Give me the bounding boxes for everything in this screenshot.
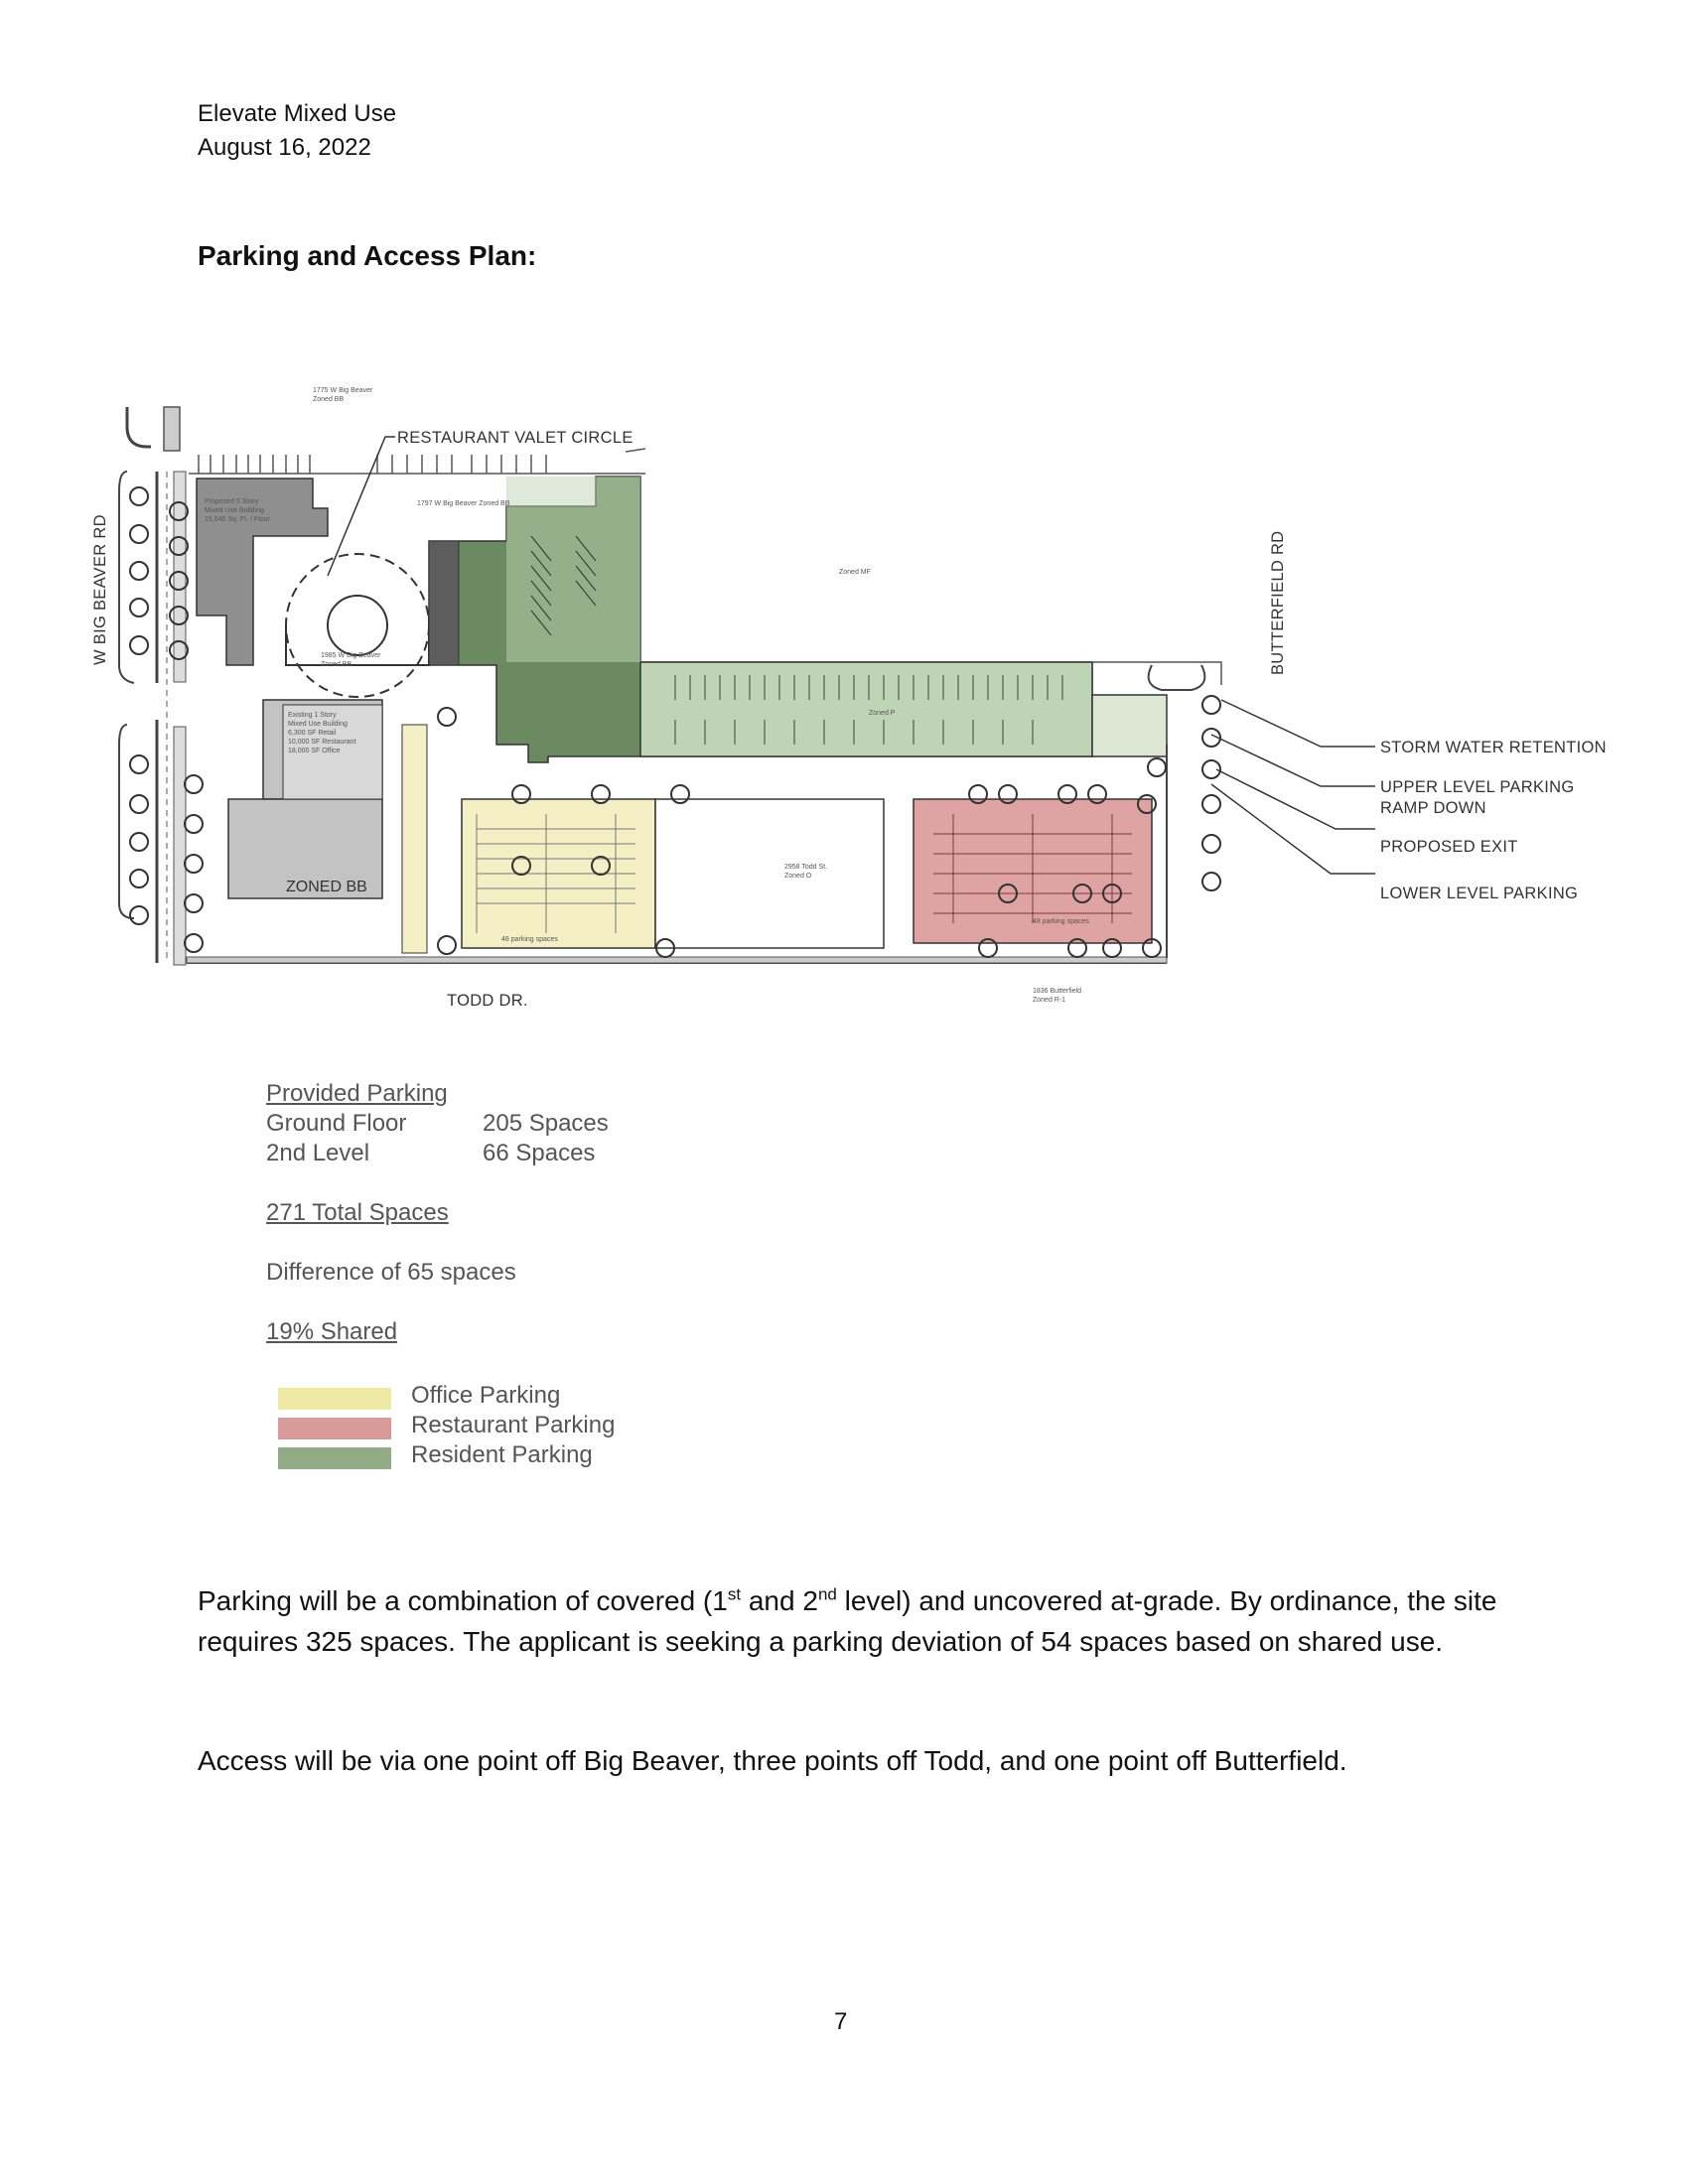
svg-text:48 parking spaces: 48 parking spaces — [1033, 918, 1089, 925]
legend-row-second: 2nd Level 66 Spaces — [266, 1140, 595, 1167]
swatch-resident — [278, 1447, 391, 1469]
valet-circle — [285, 553, 430, 698]
document-date: August 16, 2022 — [198, 134, 371, 161]
svg-text:18,000 SF Office: 18,000 SF Office — [288, 748, 341, 754]
document-title: Elevate Mixed Use — [198, 100, 397, 127]
road-todd: TODD DR. — [447, 992, 528, 1010]
legend-row-label: Ground Floor — [266, 1110, 407, 1137]
svg-text:Zoned P: Zoned P — [869, 710, 896, 717]
provided-parking-title: Provided Parking — [266, 1080, 448, 1107]
resident-parking-light — [639, 661, 1093, 757]
total-spaces: 271 Total Spaces — [266, 1199, 449, 1226]
svg-text:15,040 Sq. Ft. / Floor: 15,040 Sq. Ft. / Floor — [205, 516, 270, 523]
proposed-building — [196, 478, 329, 666]
retention-pond — [1147, 664, 1206, 691]
road-butterfield: BUTTERFIELD RD — [1269, 531, 1287, 675]
svg-text:48 parking spaces: 48 parking spaces — [501, 936, 558, 943]
svg-text:Zoned MF: Zoned MF — [839, 569, 871, 576]
svg-text:Zoned R-1: Zoned R-1 — [1033, 997, 1065, 1004]
svg-text:1797 W Big Beaver Zoned BB: 1797 W Big Beaver Zoned BB — [417, 500, 510, 507]
parking-legend: Provided Parking Ground Floor 205 Spaces… — [266, 1080, 763, 1497]
swatch-office — [278, 1388, 391, 1410]
legend-row-value: 205 Spaces — [483, 1110, 609, 1137]
svg-text:Mixed Use Building: Mixed Use Building — [205, 507, 264, 514]
zoned-bb-label: ZONED BB — [286, 879, 367, 895]
swatch-resident-label: Resident Parking — [411, 1441, 593, 1468]
swatch-restaurant — [278, 1418, 391, 1439]
callout-exit: PROPOSED EXIT — [1380, 838, 1518, 856]
road-big-beaver: W BIG BEAVER RD — [91, 514, 109, 665]
svg-text:Zoned BB: Zoned BB — [313, 396, 344, 403]
svg-text:Zoned O: Zoned O — [784, 873, 812, 880]
page-number: 7 — [834, 2008, 848, 2035]
curb-island — [163, 406, 181, 452]
callout-valet: RESTAURANT VALET CIRCLE — [397, 429, 633, 447]
svg-text:Zoned BB: Zoned BB — [321, 661, 352, 668]
svg-text:1836 Butterfield: 1836 Butterfield — [1033, 988, 1081, 995]
todd-parcel — [654, 798, 885, 949]
svg-text:1775 W Big Beaver: 1775 W Big Beaver — [313, 387, 373, 394]
svg-text:Proposed 5 Story: Proposed 5 Story — [205, 498, 259, 505]
swatch-office-label: Office Parking — [411, 1382, 561, 1409]
paragraph-parking: Parking will be a combination of covered… — [198, 1584, 1497, 1657]
svg-text:10,000 SF Restaurant: 10,000 SF Restaurant — [288, 739, 356, 746]
shared-percent: 19% Shared — [266, 1318, 398, 1345]
site-plan-figure: RESTAURANT VALET CIRCLE STORM WATER RETE… — [79, 367, 1609, 1042]
legend-row-ground: Ground Floor 205 Spaces — [266, 1110, 609, 1138]
paragraph-access: Access will be via one point off Big Bea… — [198, 1745, 1347, 1776]
svg-text:6,300 SF Retail: 6,300 SF Retail — [288, 730, 337, 737]
svg-text:Mixed Use Building: Mixed Use Building — [288, 721, 348, 728]
callout-upper2: RAMP DOWN — [1380, 799, 1486, 817]
difference-text: Difference of 65 spaces — [266, 1259, 516, 1286]
callout-storm: STORM WATER RETENTION — [1380, 739, 1607, 756]
callout-upper1: UPPER LEVEL PARKING — [1380, 778, 1575, 796]
svg-text:Existing 1 Story: Existing 1 Story — [288, 712, 337, 719]
section-heading: Parking and Access Plan: — [198, 240, 537, 271]
curb-line — [125, 407, 151, 449]
svg-text:2958 Todd St.: 2958 Todd St. — [784, 864, 827, 871]
legend-row-value: 66 Spaces — [483, 1140, 596, 1166]
svg-text:1985 W Big Beaver: 1985 W Big Beaver — [321, 652, 381, 659]
legend-row-label: 2nd Level — [266, 1140, 370, 1166]
tree-symbols — [129, 486, 1221, 958]
callout-lower: LOWER LEVEL PARKING — [1380, 885, 1578, 902]
swatch-restaurant-label: Restaurant Parking — [411, 1412, 616, 1438]
